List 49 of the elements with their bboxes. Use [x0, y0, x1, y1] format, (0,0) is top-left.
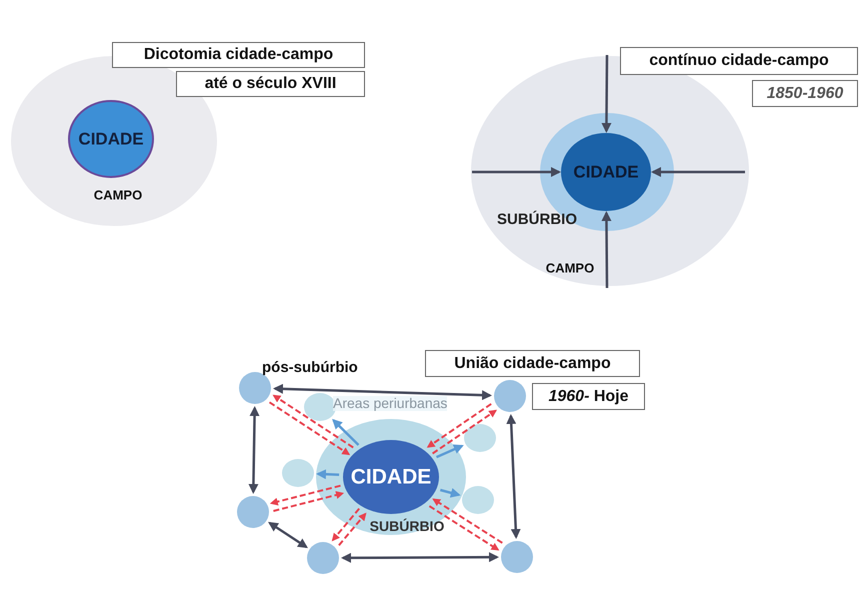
dashed-arrow: [268, 401, 350, 456]
dashed-arrow: [272, 394, 354, 448]
post-suburb-circle: [306, 541, 340, 575]
dashed-arrow: [270, 484, 341, 506]
dashed-arrow: [332, 508, 360, 542]
area-label: CIDADE: [350, 466, 432, 488]
arrow: [506, 414, 521, 539]
dashed-arrow: [432, 498, 503, 544]
dashed-arrow: [338, 512, 366, 546]
post-suburb-circle: [493, 379, 527, 413]
area-label: pós-subúrbio: [262, 360, 358, 376]
periurban-circle: [463, 423, 497, 453]
period-box: 1850-1960: [752, 80, 858, 107]
dashed-arrow: [432, 410, 498, 454]
city-circle: [68, 100, 154, 178]
dashed-arrow: [428, 505, 500, 551]
period-box: até o século XVIII: [176, 71, 365, 97]
title-box: Dicotomia cidade-campo: [112, 42, 365, 68]
arrow: [472, 167, 561, 177]
area-label: CIDADE: [573, 164, 639, 180]
arrow: [436, 444, 464, 458]
arrow: [601, 55, 612, 133]
post-suburb-circle: [500, 540, 534, 574]
arrow: [248, 406, 260, 494]
dashed-arrow: [426, 403, 492, 448]
dashed-arrow: [273, 491, 344, 512]
area-label: CAMPO: [94, 188, 142, 202]
area-label: CAMPO: [546, 262, 594, 274]
area-label: Areas periurbanas: [333, 396, 448, 412]
periurban-circle: [461, 485, 495, 515]
title-box: contínuo cidade-campo: [620, 47, 858, 75]
post-suburb-circle: [236, 495, 270, 529]
arrow: [316, 469, 340, 480]
arrow: [601, 211, 612, 288]
periurban-circle: [281, 458, 315, 488]
city-circle: [342, 439, 440, 515]
arrow: [440, 488, 461, 498]
period-box: 1960- Hoje: [532, 383, 645, 410]
arrow: [273, 384, 492, 400]
area-label: SUBÚRBIO: [370, 519, 444, 533]
arrow: [332, 418, 360, 446]
title-box: União cidade-campo: [425, 350, 640, 377]
suburb-circle: [315, 418, 467, 536]
arrow: [341, 552, 499, 563]
city-circle: [560, 132, 652, 212]
area-label: CIDADE: [78, 130, 144, 148]
arrow: [268, 522, 308, 548]
arrow: [651, 167, 745, 177]
area-label: SUBÚRBIO: [497, 212, 578, 228]
